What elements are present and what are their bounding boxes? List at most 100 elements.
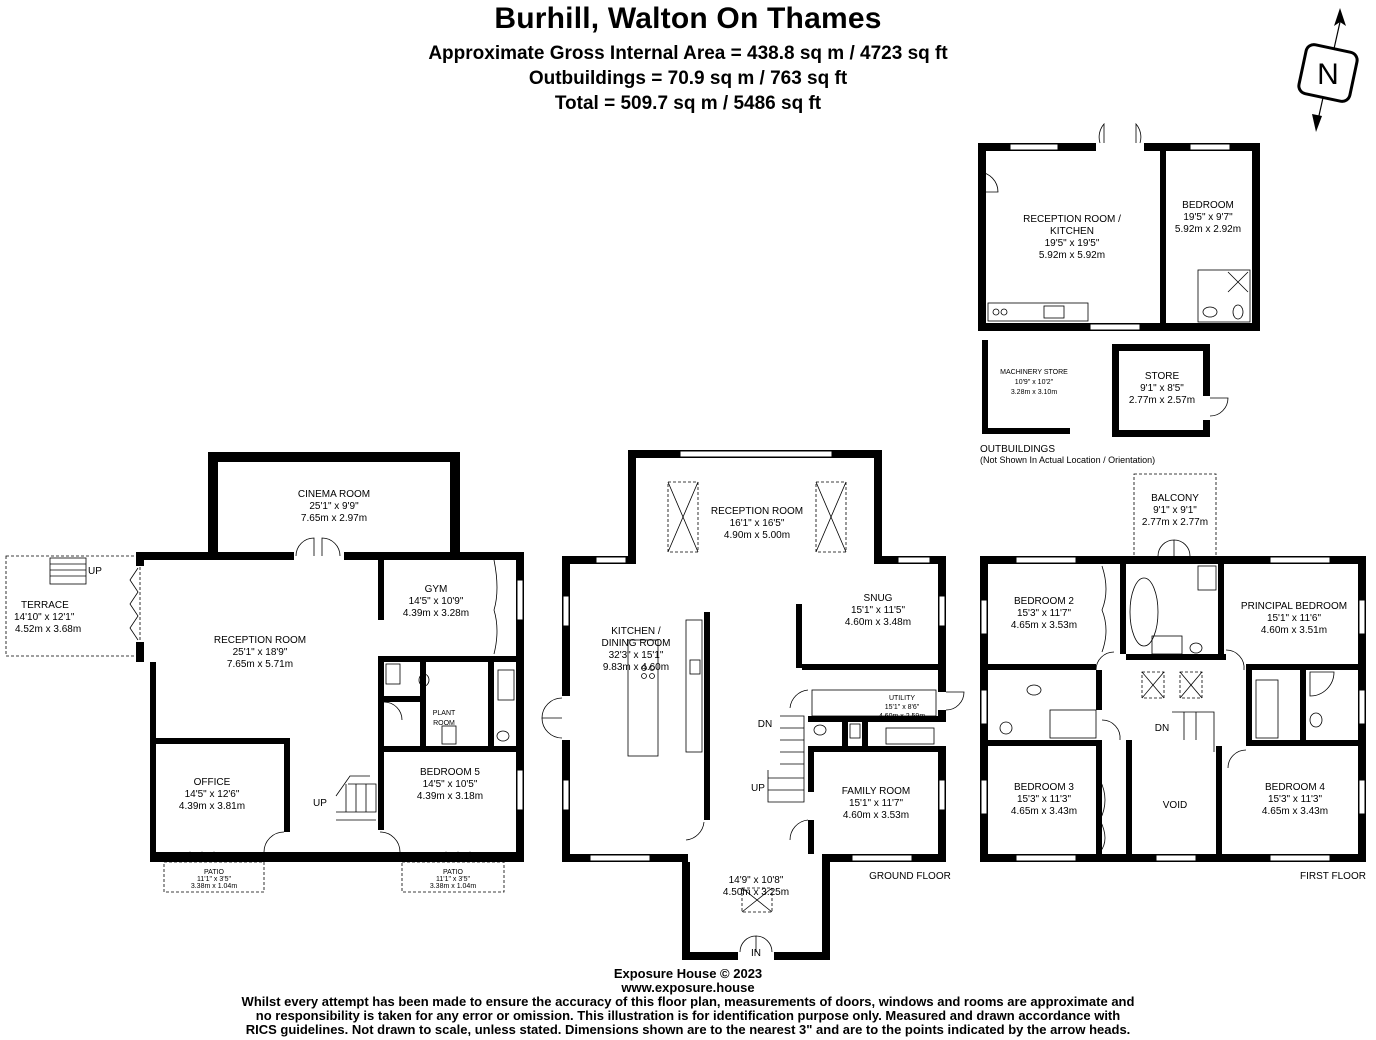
ground-floor-label: GROUND FLOOR <box>869 871 951 882</box>
disclaimer-line-2: no responsibility is taken for any error… <box>255 1008 1121 1023</box>
terrace-stairs-up: UP <box>88 566 102 577</box>
website-link[interactable]: www.exposure.house <box>621 980 755 995</box>
total-area: Total = 509.7 sq m / 5486 sq ft <box>554 93 822 114</box>
patio-left-name: PATIO <box>204 869 225 876</box>
bedroom4-imperial: 15'3" x 11'3" <box>1268 794 1323 805</box>
machinery-store-imperial: 10'9" x 10'2" <box>1015 379 1054 386</box>
store-name: STORE <box>1145 371 1180 382</box>
machinery-store-metric: 3.28m x 3.10m <box>1011 389 1057 396</box>
snug-metric: 4.60m x 3.48m <box>845 617 911 628</box>
store-imperial: 9'1" x 8'5" <box>1140 383 1184 394</box>
cinema-name: CINEMA ROOM <box>298 489 370 500</box>
outbuildings-label: OUTBUILDINGS <box>980 444 1055 455</box>
store-metric: 2.77m x 2.57m <box>1129 395 1195 406</box>
cinema-metric: 7.65m x 2.97m <box>301 513 367 524</box>
family-room-metric: 4.60m x 3.53m <box>843 810 909 821</box>
plant-room-name-2: ROOM <box>433 720 455 727</box>
cinema-imperial: 25'1" x 9'9" <box>309 501 359 512</box>
snug-imperial: 15'1" x 11'5" <box>851 605 906 616</box>
outbuilding-reception-imperial: 19'5" x 19'5" <box>1045 238 1100 249</box>
outbuilding-bedroom-name: BEDROOM <box>1182 200 1234 211</box>
bedroom5-metric: 4.39m x 3.18m <box>417 791 483 802</box>
balcony-metric: 2.77m x 2.77m <box>1142 517 1208 528</box>
plan-title: Burhill, Walton On Thames <box>494 2 882 35</box>
hall-imperial: 14'9" x 10'8" <box>729 875 784 886</box>
patio-left-imperial: 11'1" x 3'5" <box>197 876 231 883</box>
outbuildings-area: Outbuildings = 70.9 sq m / 763 sq ft <box>528 68 848 89</box>
principal-bedroom-metric: 4.60m x 3.51m <box>1261 625 1327 636</box>
kitchen-metric: 9.83m x 4.60m <box>603 662 669 673</box>
plant-room-name-1: PLANT <box>433 710 456 717</box>
family-room-imperial: 15'1" x 11'7" <box>849 798 904 809</box>
ground-stairs-dn: DN <box>758 719 772 730</box>
patio-left-metric: 3.38m x 1.04m <box>191 883 237 890</box>
lower-reception-metric: 7.65m x 5.71m <box>227 659 293 670</box>
first-floor-label: FIRST FLOOR <box>1300 871 1366 882</box>
family-room-name: FAMILY ROOM <box>842 786 911 797</box>
outbuilding-reception-metric: 5.92m x 5.92m <box>1039 250 1105 261</box>
balcony-name: BALCONY <box>1151 493 1199 504</box>
kitchen-imperial: 32'3" x 15'1" <box>609 650 664 661</box>
patio-right-imperial: 11'1" x 3'5" <box>436 876 470 883</box>
gym-imperial: 14'5" x 10'9" <box>409 596 464 607</box>
bedroom3-name: BEDROOM 3 <box>1014 782 1074 793</box>
principal-bedroom-imperial: 15'1" x 11'6" <box>1267 613 1322 624</box>
entrance-in: IN <box>751 948 761 959</box>
lower-stairs-up: UP <box>313 798 327 809</box>
utility-name: UTILITY <box>889 695 915 702</box>
machinery-store-name: MACHINERY STORE <box>1000 369 1068 376</box>
bedroom2-name: BEDROOM 2 <box>1014 596 1074 607</box>
ground-reception-name: RECEPTION ROOM <box>711 506 803 517</box>
lower-reception-name: RECEPTION ROOM <box>214 635 306 646</box>
void-name: VOID <box>1163 800 1187 811</box>
terrace-metric: 4.52m x 3.68m <box>15 624 81 635</box>
terrace-imperial: 14'10" x 12'1" <box>14 612 75 623</box>
patio-right-name: PATIO <box>443 869 464 876</box>
ground-stairs-up: UP <box>751 783 765 794</box>
utility-metric: 4.60m x 2.59m <box>879 713 925 720</box>
bedroom2-imperial: 15'3" x 11'7" <box>1017 608 1072 619</box>
ground-reception-imperial: 16'1" x 16'5" <box>730 518 785 529</box>
balcony-imperial: 9'1" x 9'1" <box>1153 505 1197 516</box>
bedroom5-imperial: 14'5" x 10'5" <box>423 779 478 790</box>
bedroom5-name: BEDROOM 5 <box>420 767 480 778</box>
lower-reception-imperial: 25'1" x 18'9" <box>233 647 288 658</box>
disclaimer-line-1: Whilst every attempt has been made to en… <box>241 994 1135 1009</box>
terrace-name: TERRACE <box>21 600 69 611</box>
kitchen-name-1: KITCHEN / <box>611 626 661 637</box>
snug-name: SNUG <box>864 593 893 604</box>
bedroom3-imperial: 15'3" x 11'3" <box>1017 794 1072 805</box>
outbuilding-bedroom-imperial: 19'5" x 9'7" <box>1183 212 1233 223</box>
bedroom4-metric: 4.65m x 3.43m <box>1262 806 1328 817</box>
outbuilding-reception-name-2: KITCHEN <box>1050 226 1094 237</box>
first-stairs-dn: DN <box>1155 723 1169 734</box>
copyright: Exposure House © 2023 <box>613 966 763 981</box>
gym-name: GYM <box>425 584 448 595</box>
gross-internal-area: Approximate Gross Internal Area = 438.8 … <box>428 43 948 64</box>
ground-reception-metric: 4.90m x 5.00m <box>724 530 790 541</box>
gym-metric: 4.39m x 3.28m <box>403 608 469 619</box>
patio-right-metric: 3.38m x 1.04m <box>430 883 476 890</box>
north-letter: N <box>1317 58 1339 91</box>
outbuilding-reception-name-1: RECEPTION ROOM / <box>1023 214 1121 225</box>
ground-floor-plan <box>541 450 965 960</box>
outbuildings-plan <box>978 122 1260 437</box>
north-arrow-icon: N <box>1297 8 1359 132</box>
lower-floor-plan <box>5 452 524 893</box>
footer: Exposure House © 2023 www.exposure.house… <box>150 967 1226 1037</box>
first-floor-plan <box>980 473 1366 862</box>
office-name: OFFICE <box>194 777 231 788</box>
hall-metric: 4.50m x 3.25m <box>723 887 789 898</box>
disclaimer-line-3: RICS guidelines. Not drawn to scale, unl… <box>245 1022 1131 1037</box>
bedroom2-metric: 4.65m x 3.53m <box>1011 620 1077 631</box>
outbuilding-bedroom-metric: 5.92m x 2.92m <box>1175 224 1241 235</box>
kitchen-name-2: DINING ROOM <box>602 638 671 649</box>
principal-bedroom-name: PRINCIPAL BEDROOM <box>1241 601 1347 612</box>
office-imperial: 14'5" x 12'6" <box>185 789 240 800</box>
outbuildings-note: (Not Shown In Actual Location / Orientat… <box>980 455 1155 465</box>
bedroom3-metric: 4.65m x 3.43m <box>1011 806 1077 817</box>
bedroom4-name: BEDROOM 4 <box>1265 782 1325 793</box>
utility-imperial: 15'1" x 8'6" <box>885 704 920 711</box>
office-metric: 4.39m x 3.81m <box>179 801 245 812</box>
